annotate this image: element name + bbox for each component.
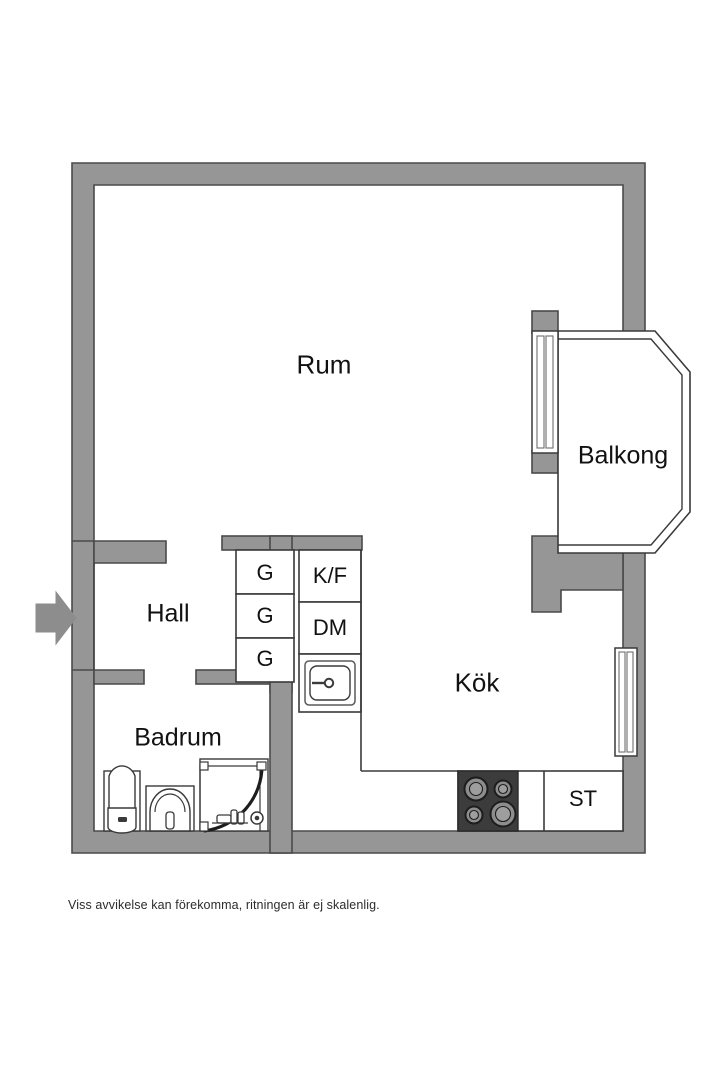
fixture-label-dishwasher: DM	[312, 615, 348, 640]
fixture-label-fridge-freezer: K/F	[312, 563, 348, 588]
entrance-arrow-icon	[35, 590, 77, 646]
room-label-balkong: Balkong	[577, 441, 669, 470]
balcony-structure	[531, 330, 691, 554]
shower-icon	[199, 758, 269, 833]
upper-right-wall-stub	[531, 310, 559, 334]
fixture-label-wardrobe-2: G	[256, 603, 274, 628]
kitchen-units-bottom	[457, 770, 624, 832]
balcony-railing-inner	[558, 338, 683, 546]
badrum-kitchen-divider	[269, 669, 293, 854]
wardrobe-group	[235, 549, 295, 683]
wardrobe-2-box	[235, 593, 295, 639]
bathroom-fixtures	[103, 758, 269, 834]
kitchen-sink-icon	[304, 660, 356, 706]
hall-rum-divider-left	[72, 540, 167, 564]
washbasin-icon	[145, 785, 195, 832]
fridge-freezer-box	[298, 549, 362, 603]
toilet-icon	[103, 765, 141, 834]
kitchen-window-icon	[614, 647, 638, 757]
fixture-label-wardrobe-3: G	[256, 646, 274, 671]
room-label-hall: Hall	[146, 599, 190, 628]
balcony-door-icon	[531, 330, 559, 454]
kitchen-units-left	[298, 549, 458, 772]
stove-icon	[457, 770, 519, 832]
fixture-label-storage: ST	[568, 786, 598, 811]
disclaimer-text: Viss avvikelse kan förekomma, ritningen …	[68, 898, 380, 912]
balcony-railing-outer	[557, 330, 691, 554]
wardrobe-1-box	[235, 549, 295, 595]
wardrobe-3-box	[235, 637, 295, 683]
room-label-kok: Kök	[454, 667, 500, 698]
room-label-badrum: Badrum	[134, 723, 222, 752]
fixture-label-wardrobe-1: G	[256, 560, 274, 585]
badrum-top-wall-left	[72, 669, 145, 685]
room-label-rum: Rum	[296, 349, 352, 380]
lower-right-wall-stub	[531, 450, 559, 474]
